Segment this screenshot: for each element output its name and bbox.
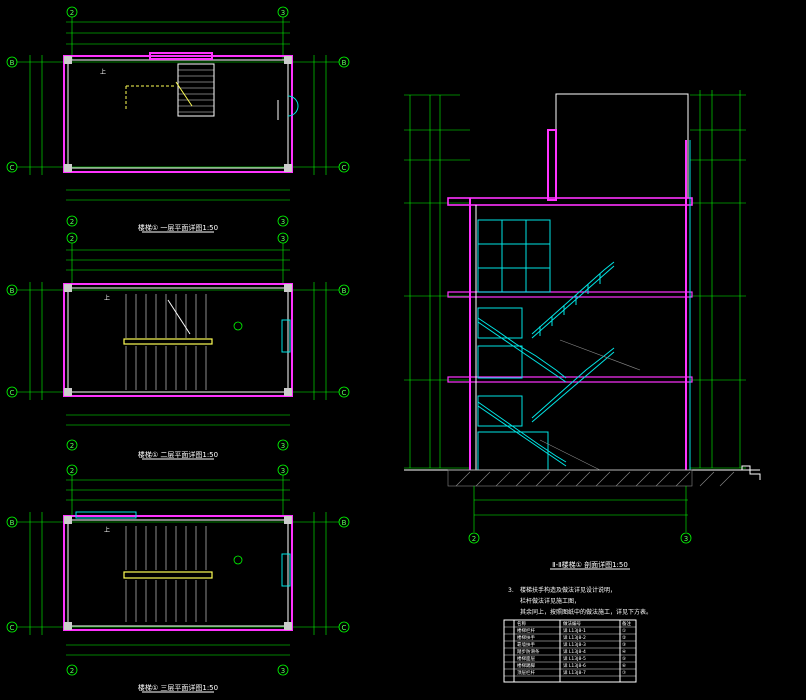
- axis-label: 2: [472, 535, 476, 543]
- table-cell: 靠墙扶手: [517, 641, 535, 648]
- axis-label: C: [10, 164, 15, 172]
- plan-title: 楼梯① 二层平面详图1:50: [138, 450, 218, 459]
- axis-label: B: [342, 59, 347, 67]
- axis-label: C: [342, 624, 347, 632]
- table-cell: 详 L13J8-2: [563, 634, 586, 641]
- note-index: 3.: [508, 587, 514, 594]
- notes: 3. 楼梯扶手构造及做法详见设计说明， 栏杆做法详见施工图， 其余同上，按照图纸…: [508, 586, 652, 616]
- table-cell: 详 L13J8-1: [563, 627, 586, 634]
- table-cell: ⑤: [622, 656, 626, 662]
- note-line: 栏杆做法详见施工图，: [520, 597, 580, 605]
- table-cell: ③: [622, 642, 626, 648]
- axis-label: 3: [684, 535, 688, 543]
- axis-label: 3: [281, 467, 285, 475]
- table-cell: 楼梯栏杆: [517, 627, 535, 634]
- axis-label: 3: [281, 235, 285, 243]
- axis-label: C: [342, 389, 347, 397]
- table-cell: 踏步防滑条: [517, 648, 540, 655]
- up-label: 上: [100, 68, 106, 76]
- axis-label: B: [342, 519, 347, 527]
- note-line: 其余同上，按照图纸中的做法施工，详见下方表。: [520, 608, 652, 616]
- axis-label: 2: [70, 235, 74, 243]
- section-title: Ⅱ-Ⅱ楼梯① 剖面详图1:50: [552, 560, 628, 569]
- table-cell: 楼梯面层: [517, 655, 535, 662]
- axis-label: B: [10, 59, 15, 67]
- axis-label: 2: [70, 667, 74, 675]
- up-label: 上: [104, 294, 110, 302]
- plan-title: 楼梯① 三层平面详图1:50: [138, 683, 218, 692]
- table-header-cell: 做法编号: [563, 620, 581, 627]
- axis-label: C: [10, 624, 15, 632]
- note-line: 楼梯扶手构造及做法详见设计说明，: [520, 586, 616, 594]
- up-label: 上: [104, 526, 110, 534]
- axis-label: 2: [70, 442, 74, 450]
- table-cell: 详 L13J8-6: [563, 662, 586, 669]
- plan-floor-1: 2 3 B C B C 上: [6, 6, 350, 233]
- axis-label: C: [342, 164, 347, 172]
- table-cell: 详 L13J8-3: [563, 641, 586, 648]
- axis-label: 3: [281, 218, 285, 226]
- table-cell: 楼梯踢脚: [517, 662, 535, 669]
- axis-label: 2: [70, 467, 74, 475]
- table-cell: 顶层栏杆: [517, 669, 535, 676]
- plan-title: 楼梯① 一层平面详图1:50: [138, 223, 218, 232]
- table-cell: 详 L13J8-4: [563, 648, 586, 655]
- table-cell: 楼梯扶手: [517, 634, 535, 641]
- table-cell: ⑦: [622, 670, 626, 676]
- table-header-cell: 备注: [622, 620, 631, 627]
- table-cell: ①: [622, 628, 626, 634]
- table-cell: ②: [622, 635, 626, 641]
- axis-label: B: [10, 519, 15, 527]
- table-cell: ④: [622, 649, 626, 655]
- axis-label: 3: [281, 442, 285, 450]
- axis-label: B: [342, 287, 347, 295]
- axis-label: 2: [70, 218, 74, 226]
- table-cell: 详 L13J8-7: [563, 669, 586, 676]
- section-view: 2 3 Ⅱ-Ⅱ楼梯① 剖面详图1:50: [404, 90, 761, 570]
- plan-floor-2: 2 3 B C B C 上: [6, 232, 350, 460]
- table-cell: 详 L13J8-5: [563, 655, 586, 662]
- plan-floor-3: 2 3 B C B C 上: [6, 464, 350, 693]
- axis-label: 2: [70, 9, 74, 17]
- axis-label: 3: [281, 667, 285, 675]
- table-cell: ⑥: [622, 663, 626, 669]
- table-header-cell: 名称: [517, 620, 526, 627]
- axis-label: 3: [281, 9, 285, 17]
- material-table: 名称 做法编号 备注 楼梯栏杆 详 L13J8-1 ① 楼梯扶手 详 L13J8…: [503, 619, 637, 683]
- axis-label: C: [10, 389, 15, 397]
- axis-label: B: [10, 287, 15, 295]
